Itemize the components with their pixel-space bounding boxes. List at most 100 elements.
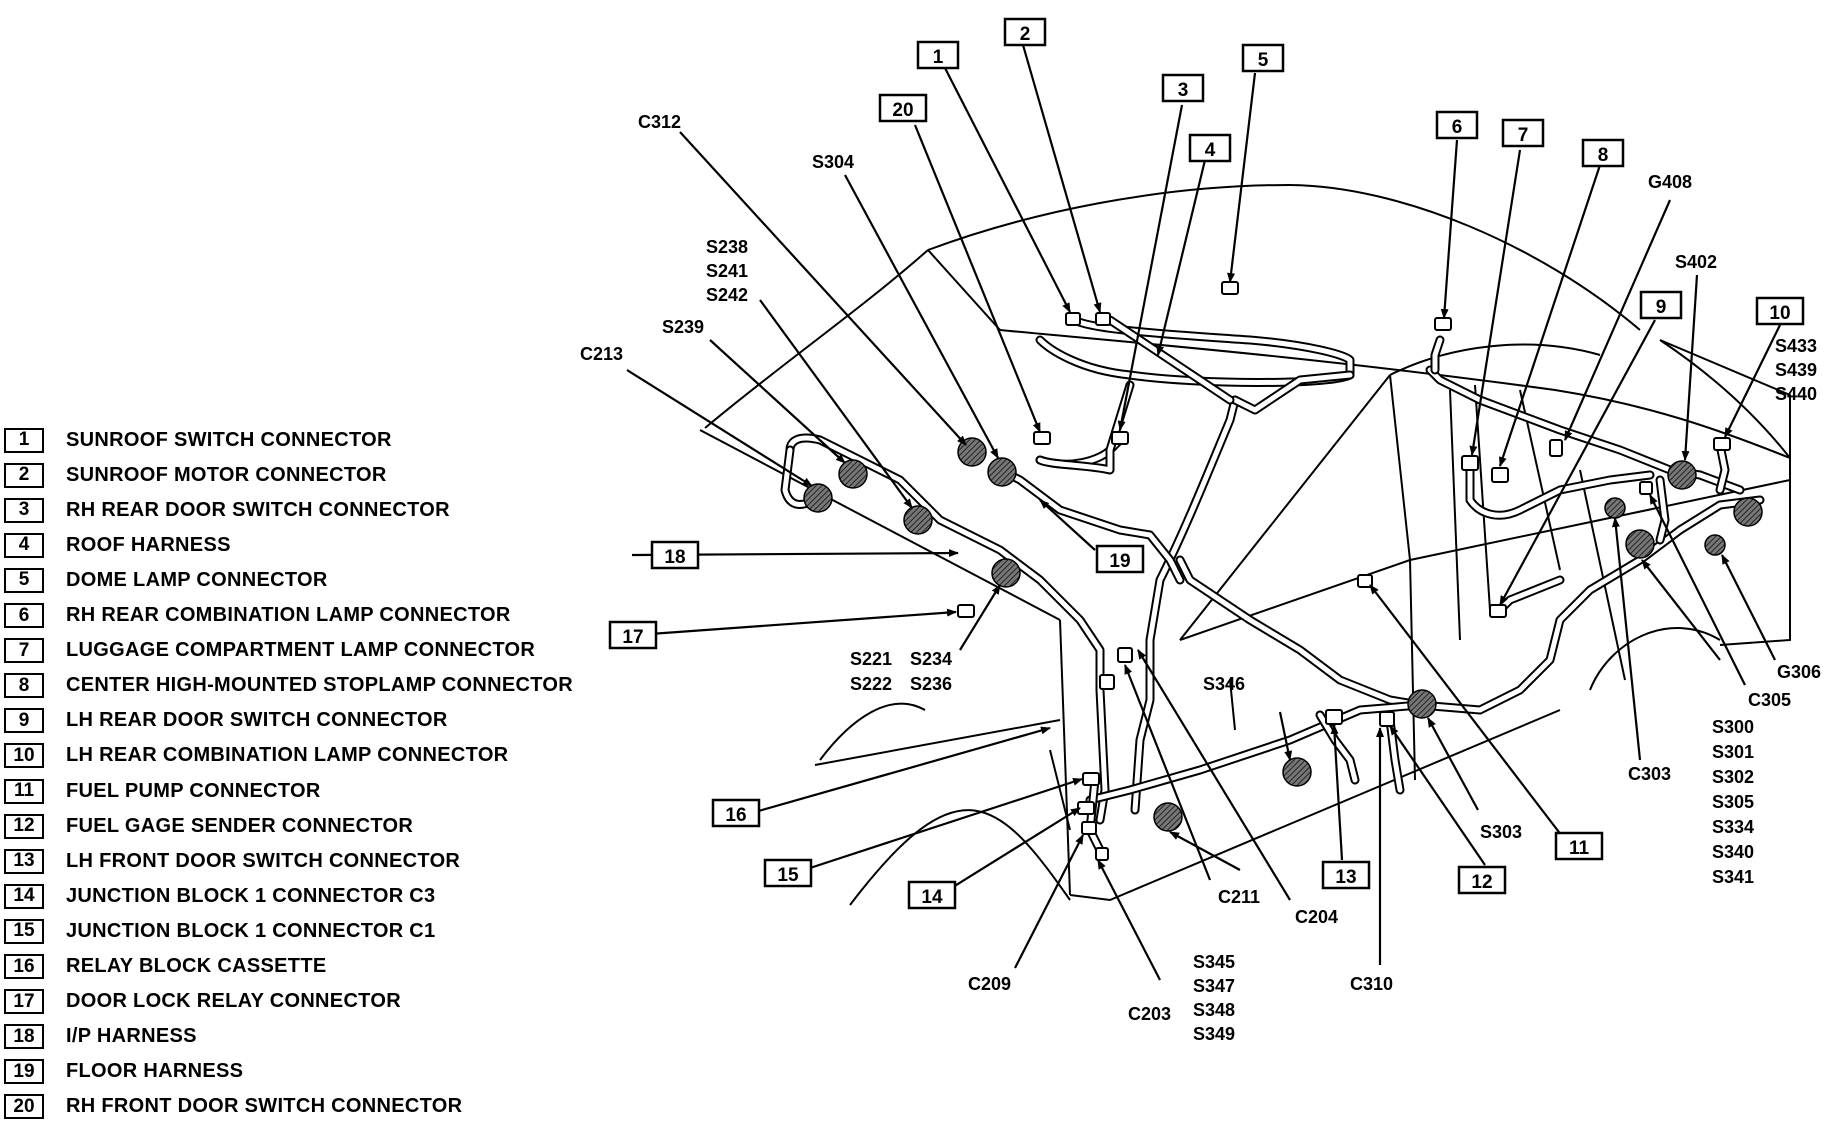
callout-16: 16 — [711, 798, 761, 828]
car-body-outline — [699, 183, 1791, 906]
legend-description: FUEL PUMP CONNECTOR — [66, 779, 321, 802]
legend-description: SUNROOF SWITCH CONNECTOR — [66, 428, 392, 451]
connector-1 — [1065, 312, 1081, 326]
connector-11 — [1357, 574, 1373, 588]
label-s439: S439 — [1775, 360, 1817, 380]
svg-text:15: 15 — [777, 865, 799, 886]
connector-7 — [1461, 455, 1479, 471]
svg-text:5: 5 — [1258, 50, 1269, 71]
callout-11: 11 — [1554, 831, 1604, 861]
legend-number: 1 — [4, 427, 44, 453]
splice-s239 — [838, 459, 868, 489]
connector-9 — [1489, 604, 1507, 618]
label-s305: S305 — [1712, 792, 1754, 812]
legend-description: LH REAR DOOR SWITCH CONNECTOR — [66, 709, 448, 732]
legend-number: 11 — [4, 778, 44, 804]
svg-text:4: 4 — [1205, 140, 1216, 161]
splice-s238 — [903, 505, 933, 535]
label-s346: S346 — [1203, 674, 1245, 694]
legend-description: SUNROOF MOTOR CONNECTOR — [66, 463, 387, 486]
legend-number: 15 — [4, 918, 44, 944]
svg-text:1: 1 — [933, 47, 944, 68]
label-g408: G408 — [1648, 172, 1692, 192]
svg-text:2: 2 — [1020, 24, 1031, 45]
connector-10 — [1713, 437, 1731, 451]
legend-description: DOOR LOCK RELAY CONNECTOR — [66, 990, 401, 1013]
label-c310: C310 — [1350, 974, 1393, 994]
connector-c211 — [1099, 674, 1115, 690]
svg-text:6: 6 — [1452, 117, 1463, 138]
svg-text:19: 19 — [1109, 551, 1130, 572]
label-c204: C204 — [1295, 907, 1338, 927]
svg-text:11: 11 — [1569, 838, 1590, 859]
legend-item: 8 CENTER HIGH-MOUNTED STOPLAMP CONNECTOR — [4, 671, 573, 701]
svg-text:9: 9 — [1656, 297, 1667, 318]
splice-s221 — [991, 558, 1021, 588]
legend-number: 16 — [4, 954, 44, 979]
callout-13: 13 — [1321, 860, 1371, 890]
label-s345: S345 — [1193, 952, 1235, 972]
callout-10: 10 — [1755, 296, 1805, 326]
label-s341: S341 — [1712, 867, 1754, 887]
label-s222: S222 — [850, 674, 892, 694]
legend-item: 6 RH REAR COMBINATION LAMP CONNECTOR — [4, 601, 511, 631]
svg-text:12: 12 — [1471, 872, 1492, 893]
callout-9: 9 — [1639, 290, 1683, 320]
svg-text:18: 18 — [664, 547, 685, 568]
legend-number: 12 — [4, 813, 44, 839]
legend-number: 14 — [4, 883, 44, 909]
label-s347: S347 — [1193, 976, 1235, 996]
splice-c303 — [1604, 497, 1626, 519]
label-c312: C312 — [638, 112, 681, 132]
legend-description: CENTER HIGH-MOUNTED STOPLAMP CONNECTOR — [66, 674, 573, 697]
connector-13 — [1325, 709, 1343, 725]
legend-number: 7 — [4, 638, 44, 664]
callout-18: 18 — [650, 540, 700, 570]
legend-number: 8 — [4, 673, 44, 699]
connector-12 — [1379, 711, 1395, 727]
splice-s300 — [1625, 529, 1655, 559]
legend-item: 17 DOOR LOCK RELAY CONNECTOR — [4, 987, 401, 1017]
svg-text:13: 13 — [1335, 867, 1356, 888]
callout-19: 19 — [1095, 544, 1145, 574]
label-c303: C303 — [1628, 764, 1671, 784]
connector-c203 — [1095, 847, 1109, 861]
callout-1: 1 — [916, 40, 960, 70]
label-s238: S238 — [706, 237, 748, 257]
callout-8: 8 — [1581, 138, 1625, 168]
label-g306: G306 — [1777, 662, 1821, 682]
svg-text:20: 20 — [892, 100, 913, 121]
legend-number: 6 — [4, 603, 44, 628]
callout-14: 14 — [907, 880, 957, 910]
legend-item: 2 SUNROOF MOTOR CONNECTOR — [4, 460, 387, 490]
legend-number: 17 — [4, 989, 44, 1015]
legend-description: RELAY BLOCK CASSETTE — [66, 955, 327, 977]
connector-6 — [1434, 317, 1452, 331]
legend-description: RH REAR DOOR SWITCH CONNECTOR — [66, 498, 450, 521]
legend-description: DOME LAMP CONNECTOR — [66, 568, 328, 591]
label-s302: S302 — [1712, 767, 1754, 787]
svg-text:3: 3 — [1178, 80, 1189, 101]
splice-s402 — [1667, 460, 1697, 490]
connector-15 — [1082, 772, 1100, 786]
splices — [803, 437, 1763, 832]
splice-s433 — [1733, 497, 1763, 527]
legend-description: RH FRONT DOOR SWITCH CONNECTOR — [66, 1095, 463, 1118]
callout-5: 5 — [1241, 43, 1285, 73]
svg-text:16: 16 — [725, 805, 746, 826]
label-c203: C203 — [1128, 1004, 1171, 1024]
connector-c305 — [1639, 481, 1653, 495]
legend-number: 2 — [4, 462, 44, 488]
legend-description: RH REAR COMBINATION LAMP CONNECTOR — [66, 604, 511, 626]
label-s241: S241 — [706, 261, 748, 281]
legend-item: 11 FUEL PUMP CONNECTOR — [4, 776, 321, 806]
callout-17: 17 — [608, 620, 658, 650]
legend-number: 3 — [4, 497, 44, 523]
